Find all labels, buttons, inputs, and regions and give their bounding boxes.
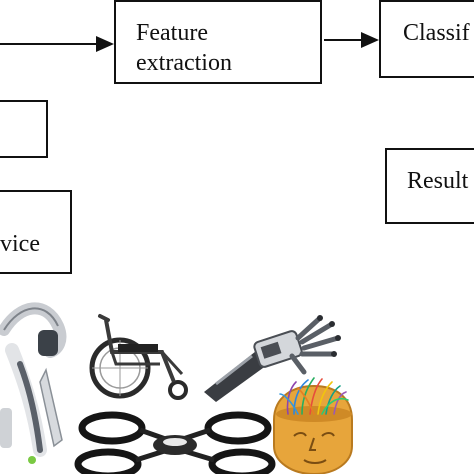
feature-extraction-box: Feature extraction xyxy=(114,0,322,84)
classification-label: Classif xyxy=(403,20,470,46)
feature-extraction-line2: extraction xyxy=(136,50,232,76)
result-box: Result xyxy=(385,148,474,224)
classification-box: Classif xyxy=(379,0,474,78)
eeg-headset-icon xyxy=(0,302,67,464)
wheelchair-icon xyxy=(89,314,188,400)
feature-extraction-line1: Feature xyxy=(136,20,208,46)
device-box: vice xyxy=(0,190,72,274)
robotic-arm-icon xyxy=(204,315,341,402)
quadcopter-drone-icon xyxy=(74,411,276,474)
device-box-label: vice xyxy=(0,231,40,257)
result-label: Result xyxy=(407,168,469,194)
brain-head-icon xyxy=(273,377,353,474)
left-process-box xyxy=(0,100,48,158)
